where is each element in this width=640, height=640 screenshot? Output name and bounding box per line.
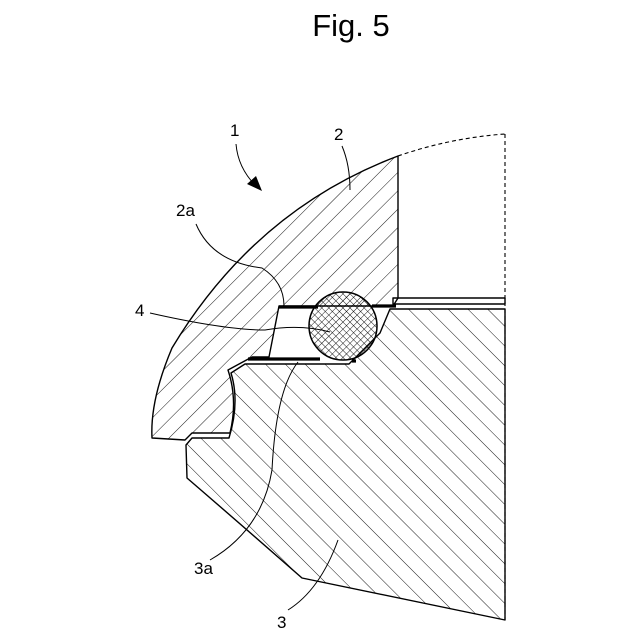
axial-gap-strip bbox=[393, 298, 505, 304]
figure-title: Fig. 5 bbox=[312, 8, 390, 43]
outer-contour-dashed bbox=[398, 134, 505, 156]
label-2: 2 bbox=[334, 125, 343, 144]
label-3: 3 bbox=[277, 613, 286, 632]
label-2a: 2a bbox=[176, 201, 195, 220]
label-3a: 3a bbox=[194, 559, 213, 578]
label-1: 1 bbox=[230, 121, 239, 140]
seal-ring-4 bbox=[309, 292, 377, 360]
label-4: 4 bbox=[135, 301, 144, 320]
